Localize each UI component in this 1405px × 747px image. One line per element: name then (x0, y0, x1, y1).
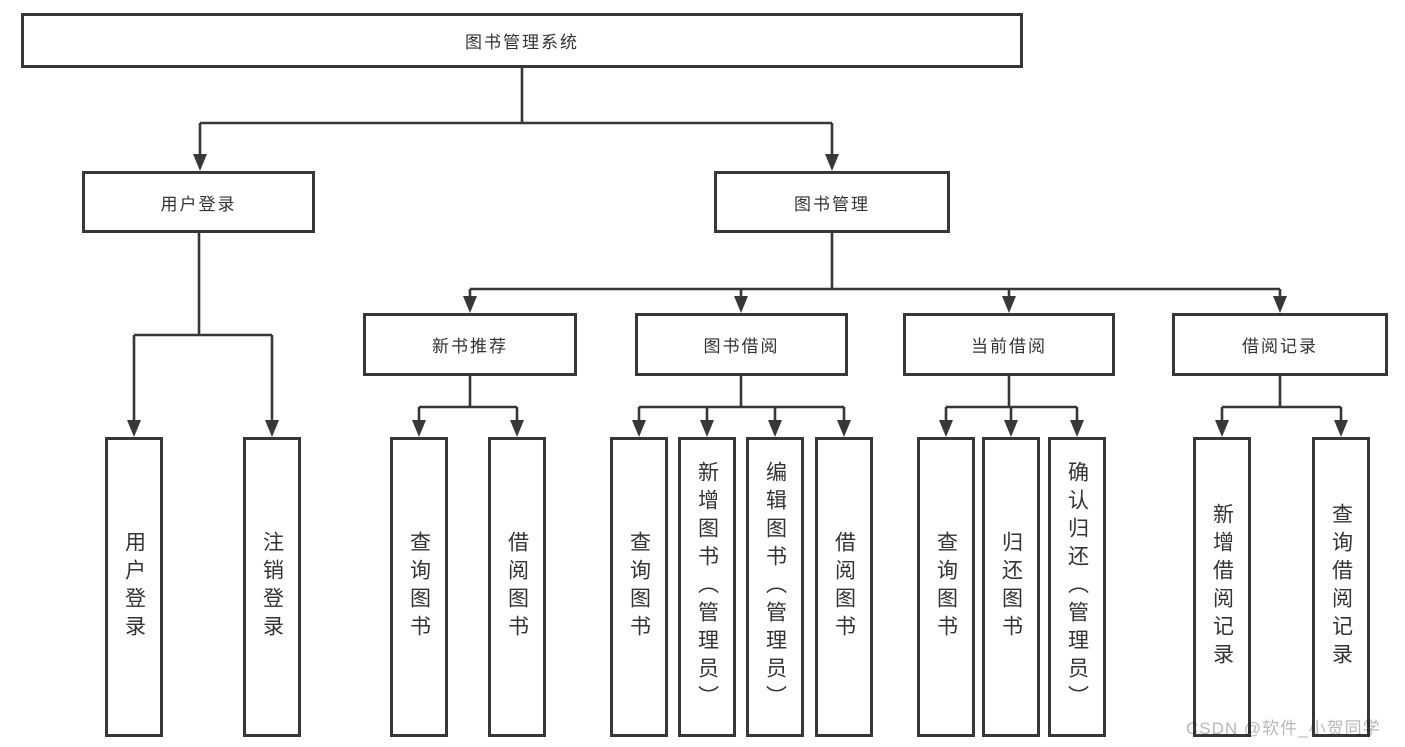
leaf-return-book-label: 归还图书 (999, 531, 1023, 643)
node-book-borrow: 图书借阅 (635, 313, 848, 376)
node-borrow-records-label: 借阅记录 (1242, 337, 1318, 356)
leaf-recommend-borrow-book: 借阅图书 (488, 437, 546, 737)
leaf-query-borrow-record: 查询借阅记录 (1312, 437, 1370, 737)
leaf-borrow-query-book: 查询图书 (610, 437, 668, 737)
leaf-recommend-query-book: 查询图书 (390, 437, 448, 737)
leaf-borrow-query-book-label: 查询图书 (627, 531, 651, 643)
leaf-logout-label: 注销登录 (260, 531, 284, 643)
node-current-borrow-label: 当前借阅 (971, 337, 1047, 356)
leaf-user-login-label: 用户登录 (122, 531, 146, 643)
node-book-borrow-label: 图书借阅 (703, 337, 780, 356)
leaf-edit-book-admin-label: 编辑图书（管理员） (763, 461, 787, 713)
leaf-borrow-book-label: 借阅图书 (832, 531, 856, 643)
leaf-edit-book-admin: 编辑图书（管理员） (746, 437, 804, 737)
node-new-book-recommend: 新书推荐 (363, 313, 577, 376)
node-root-label: 图书管理系统 (465, 33, 579, 52)
node-borrow-records: 借阅记录 (1172, 313, 1388, 376)
leaf-add-book-admin-label: 新增图书（管理员） (695, 461, 719, 713)
arrowheads (127, 154, 1348, 437)
leaf-return-book: 归还图书 (982, 437, 1040, 737)
leaf-recommend-query-book-label: 查询图书 (407, 531, 431, 643)
leaf-add-book-admin: 新增图书（管理员） (678, 437, 736, 737)
node-book-management-label: 图书管理 (794, 194, 870, 214)
leaf-current-query-book-label: 查询图书 (934, 531, 958, 643)
csdn-watermark: CSDN @软件_小贺同学 (1186, 719, 1381, 738)
node-user-login: 用户登录 (82, 171, 315, 233)
leaf-recommend-borrow-book-label: 借阅图书 (505, 531, 529, 643)
node-current-borrow: 当前借阅 (903, 313, 1115, 376)
leaf-borrow-book: 借阅图书 (815, 437, 873, 737)
leaf-current-query-book: 查询图书 (917, 437, 975, 737)
leaf-confirm-return-admin: 确认归还（管理员） (1048, 437, 1106, 737)
leaf-query-borrow-record-label: 查询借阅记录 (1329, 503, 1353, 671)
leaf-user-login: 用户登录 (105, 437, 163, 737)
leaf-confirm-return-admin-label: 确认归还（管理员） (1065, 461, 1089, 713)
leaf-logout: 注销登录 (243, 437, 301, 737)
node-user-login-label: 用户登录 (160, 194, 237, 214)
node-root: 图书管理系统 (21, 13, 1023, 68)
leaf-add-borrow-record: 新增借阅记录 (1193, 437, 1251, 737)
node-new-book-recommend-label: 新书推荐 (432, 337, 508, 356)
node-book-management: 图书管理 (714, 171, 950, 233)
leaf-add-borrow-record-label: 新增借阅记录 (1210, 503, 1234, 671)
